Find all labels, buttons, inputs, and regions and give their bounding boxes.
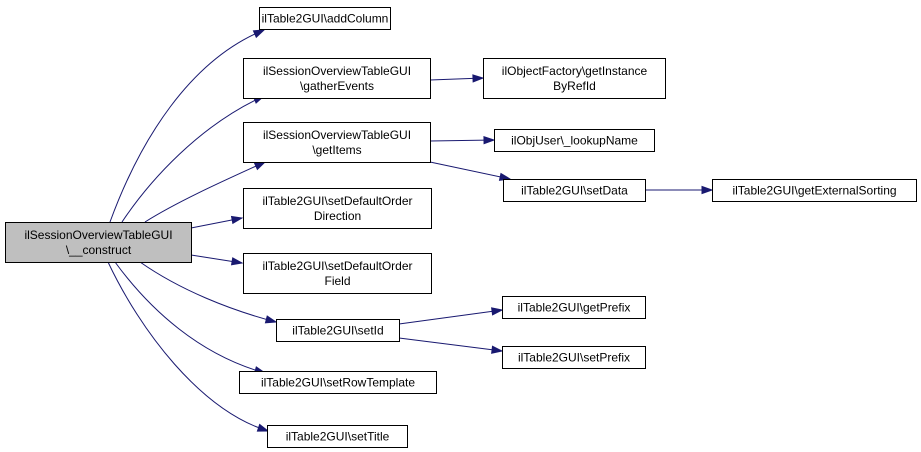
node-label-line: ilTable2GUI\setPrefix — [518, 351, 630, 365]
edge-setId-to-getPrefix — [398, 307, 504, 325]
node-setRowTemplate[interactable]: ilTable2GUI\setRowTemplate — [239, 371, 437, 394]
edge-setId-to-setPrefix — [398, 337, 504, 354]
node-box[interactable] — [5, 222, 192, 263]
edge-line — [121, 95, 265, 223]
node-addColumn[interactable]: ilTable2GUI\addColumn — [259, 7, 391, 30]
arrowhead — [472, 74, 485, 83]
arrowhead — [253, 161, 267, 171]
node-lookupName[interactable]: ilObjUser\_lookupName — [494, 129, 655, 152]
edge-gatherEvents-to-getInstance — [429, 74, 485, 83]
node-label-line: ilTable2GUI\setRowTemplate — [261, 376, 415, 390]
node-label-line: ilTable2GUI\getPrefix — [518, 301, 631, 315]
node-label-line: ilObjUser\_lookupName — [511, 134, 638, 148]
edge-line — [429, 139, 495, 142]
node-box[interactable] — [243, 58, 431, 99]
node-setPrefix[interactable]: ilTable2GUI\setPrefix — [502, 346, 646, 369]
edge-getItems-to-setData — [429, 161, 512, 181]
edge-root-to-setId — [139, 261, 278, 324]
node-label-line: ilTable2GUI\addColumn — [262, 12, 389, 26]
node-label-line: \gatherEvents — [300, 79, 374, 93]
node-setId[interactable]: ilTable2GUI\setId — [276, 319, 400, 342]
arrowhead — [483, 135, 496, 145]
node-label-line: ilSessionOverviewTableGUI — [24, 228, 172, 242]
node-label-line: ilTable2GUI\getExternalSorting — [732, 184, 896, 198]
edge-root-to-setDefaultOrderField — [190, 254, 244, 266]
edge-line — [109, 29, 265, 223]
node-label-line: ilTable2GUI\setId — [292, 324, 383, 338]
node-getPrefix[interactable]: ilTable2GUI\getPrefix — [502, 296, 646, 319]
node-label-line: ilSessionOverviewTableGUI — [263, 64, 411, 78]
node-box[interactable] — [502, 346, 646, 369]
arrowhead — [230, 215, 244, 225]
node-label-line: Field — [324, 274, 350, 288]
arrowhead — [701, 185, 714, 195]
node-label-line: Direction — [314, 209, 361, 223]
node-box[interactable] — [259, 7, 391, 30]
node-box[interactable] — [243, 122, 431, 163]
node-label-line: \__construct — [66, 243, 132, 257]
node-label-line: ilTable2GUI\setDefaultOrder — [262, 259, 412, 273]
edge-root-to-setRowTemplate — [114, 261, 267, 375]
node-box[interactable] — [494, 129, 655, 152]
arrowhead — [491, 345, 504, 354]
node-label-line: ilTable2GUI\setData — [521, 184, 628, 198]
node-box[interactable] — [483, 58, 666, 99]
node-root[interactable]: ilSessionOverviewTableGUI\__construct — [5, 222, 192, 263]
node-box[interactable] — [239, 371, 437, 394]
node-box[interactable] — [276, 319, 400, 342]
node-label-line: ilTable2GUI\setDefaultOrder — [262, 194, 412, 208]
node-label-line: ilTable2GUI\setTitle — [286, 430, 390, 444]
node-box[interactable] — [243, 253, 432, 294]
edge-line — [107, 261, 269, 432]
node-box[interactable] — [243, 188, 432, 229]
node-getItems[interactable]: ilSessionOverviewTableGUI\getItems — [243, 122, 431, 163]
edge-line — [398, 309, 503, 325]
node-label-line: ilSessionOverviewTableGUI — [263, 128, 411, 142]
edge-line — [144, 161, 266, 223]
edge-line — [398, 337, 503, 352]
edge-root-to-gatherEvents — [121, 95, 266, 223]
arrowhead — [264, 315, 278, 324]
node-setData[interactable]: ilTable2GUI\setData — [503, 179, 646, 202]
edge-setData-to-getExternalSorting — [645, 185, 714, 195]
node-label-line: \getItems — [312, 143, 361, 157]
edge-getItems-to-lookupName — [429, 135, 496, 145]
node-gatherEvents[interactable]: ilSessionOverviewTableGUI\gatherEvents — [243, 58, 431, 99]
edge-line — [429, 161, 511, 180]
node-label-line: ByRefId — [553, 79, 596, 93]
node-getExternalSorting[interactable]: ilTable2GUI\getExternalSorting — [712, 179, 917, 202]
edge-root-to-addColumn — [109, 29, 266, 223]
node-label-line: ilObjectFactory\getInstance — [502, 64, 648, 78]
arrowhead — [491, 307, 504, 316]
edge-line — [139, 261, 277, 323]
nodes-layer: ilSessionOverviewTableGUI\__constructilT… — [5, 7, 917, 448]
arrowhead — [230, 257, 244, 266]
edge-line — [114, 261, 266, 374]
node-setTitle[interactable]: ilTable2GUI\setTitle — [267, 425, 408, 448]
arrowhead — [256, 423, 270, 432]
edge-root-to-setDefaultOrderDirection — [190, 215, 244, 229]
node-box[interactable] — [267, 425, 408, 448]
node-box[interactable] — [503, 179, 646, 202]
node-box[interactable] — [712, 179, 917, 202]
arrowhead — [252, 29, 266, 39]
edge-root-to-setTitle — [107, 261, 270, 432]
node-box[interactable] — [502, 296, 646, 319]
